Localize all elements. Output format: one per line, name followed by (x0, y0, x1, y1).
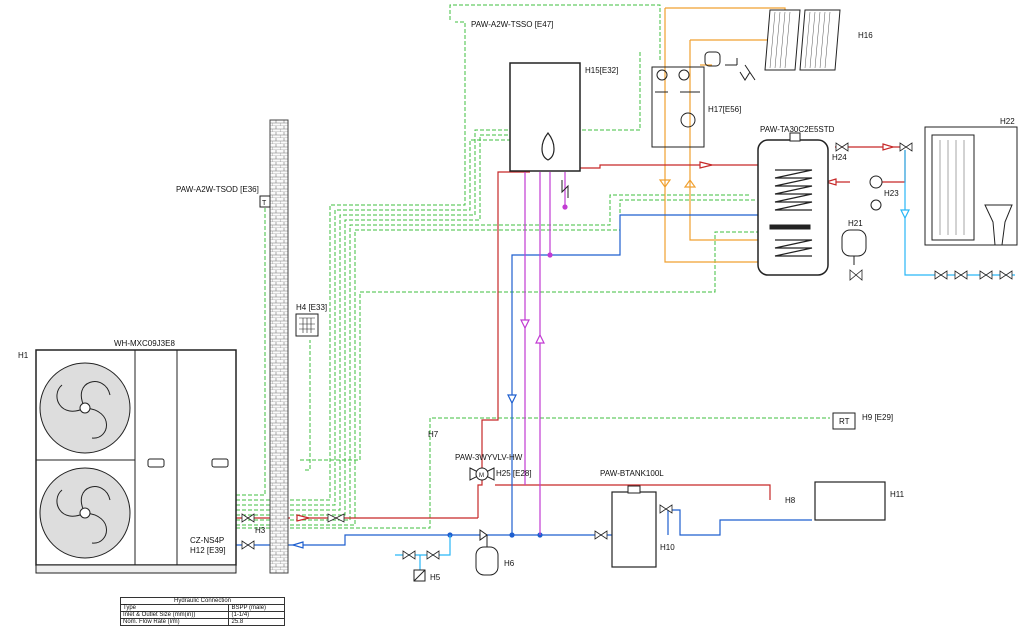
outdoor-unit-h1 (35, 349, 237, 574)
label-h9: H9 [E29] (862, 413, 893, 422)
label-h17: H17[E56] (708, 105, 741, 114)
label-h23: H23 (884, 189, 899, 198)
expansion-vessel-h21 (841, 229, 867, 265)
hydraulic-connection-table: Hydraulic Connection Type BSPP (male) In… (119, 597, 285, 626)
solar-panel-h16 (764, 9, 841, 71)
table-key: Inlet & Outlet Size (mm(in)) (119, 611, 230, 619)
label-wh-model: WH-MXC09J3E8 (114, 339, 175, 348)
label-h7: H7 (428, 430, 439, 439)
boiler-h15 (509, 62, 581, 198)
outdoor-sensor (259, 195, 271, 208)
label-tsso: PAW-A2W-TSSO [E47] (471, 20, 553, 29)
label-motor: M (479, 473, 484, 479)
label-h8: H8 (785, 496, 796, 505)
label-rt: RT (839, 417, 850, 426)
table-value: 25.8 (228, 618, 285, 626)
label-czns4p: CZ-NS4P (190, 536, 224, 545)
label-h4: H4 [E33] (296, 303, 327, 312)
label-tsod: PAW-A2W-TSOD [E36] (176, 185, 259, 194)
pump-h23 (869, 175, 883, 211)
label-h22: H22 (1000, 117, 1015, 126)
label-h3: H3 (255, 526, 266, 535)
table-title: Hydraulic Connection (120, 597, 285, 605)
label-h10: H10 (660, 543, 675, 552)
room-thermostat-h9 (832, 412, 856, 430)
table-row: Inlet & Outlet Size (mm(in)) (1-1/4) (119, 611, 285, 619)
brick-wall (269, 119, 289, 574)
label-h16: H16 (858, 31, 873, 40)
buffer-tank-h10 (611, 485, 657, 568)
control-wiring (230, 4, 830, 529)
cold-water-lines (395, 150, 1015, 570)
drain-valve-h5 (413, 569, 426, 582)
label-h15: H15[E32] (585, 66, 618, 75)
label-valve3: PAW-3WYVLV-HW (455, 453, 523, 462)
remote-controller-h4 (295, 313, 319, 337)
label-h25: H25 [E28] (496, 469, 532, 478)
dhw-loop-lines (520, 172, 568, 535)
dhw-tank (757, 132, 829, 276)
table-key: Nom. Flow Rate (l/m) (119, 618, 230, 626)
label-tank: PAW-TA30C2E5STD (760, 125, 835, 134)
three-way-valve-h25 (469, 467, 495, 481)
label-h5: H5 (430, 573, 441, 582)
return-flow-lines (236, 214, 812, 549)
table-row: Nom. Flow Rate (l/m) 25.8 (119, 618, 285, 626)
table-value: (1-1/4) (228, 611, 285, 619)
label-h6: H6 (504, 559, 515, 568)
table-row: Type BSPP (male) (119, 604, 285, 612)
label-h24: H24 (832, 153, 847, 162)
table-value: BSPP (male) (228, 604, 285, 612)
valve-symbols (241, 142, 1013, 560)
label-h21: H21 (848, 219, 863, 228)
label-t-sensor: T (262, 200, 267, 207)
table-key: Type (119, 604, 230, 612)
solar-station-h17 (651, 51, 756, 148)
heating-emitter-h11 (814, 481, 886, 521)
label-h11: H11 (890, 490, 905, 499)
label-btank: PAW-BTANK100L (600, 469, 664, 478)
expansion-vessel-h6 (475, 529, 499, 576)
label-h12: H12 [E39] (190, 546, 226, 555)
label-h1: H1 (18, 351, 29, 360)
labels: H1 WH-MXC09J3E8 PAW-A2W-TSOD [E36] PAW-A… (18, 20, 1015, 582)
bathroom-h22 (924, 126, 1018, 246)
